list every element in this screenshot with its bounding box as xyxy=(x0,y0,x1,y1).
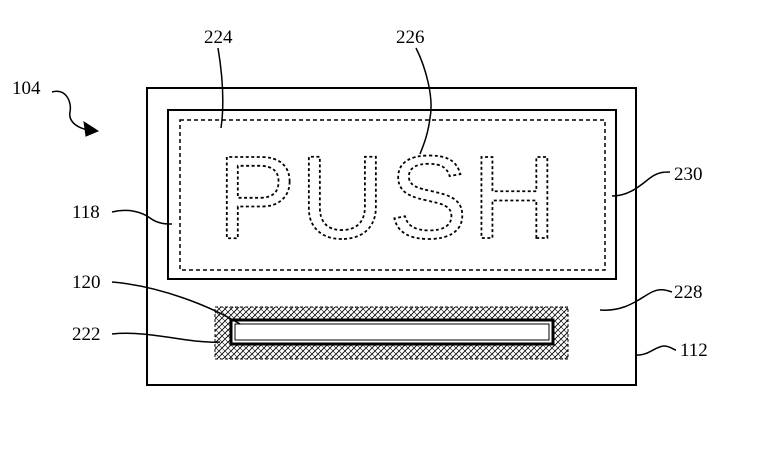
ref-label-112: 112 xyxy=(680,340,708,361)
leader-226 xyxy=(415,47,432,155)
slot-bar-inner xyxy=(234,323,550,341)
ref-label-104: 104 xyxy=(12,78,41,99)
ref-label-222: 222 xyxy=(72,324,101,345)
leader-224 xyxy=(217,47,224,129)
leader-228 xyxy=(599,288,673,311)
leader-118 xyxy=(111,209,173,225)
arrowhead-104 xyxy=(83,120,100,137)
leader-112 xyxy=(635,345,677,356)
ref-label-224: 224 xyxy=(204,27,233,48)
leader-230 xyxy=(611,171,671,197)
push-sign-text: PUSH xyxy=(217,132,561,264)
leader-104 xyxy=(51,90,89,131)
outer-housing xyxy=(146,87,637,386)
ref-label-230: 230 xyxy=(674,164,703,185)
ref-label-120: 120 xyxy=(72,272,101,293)
ref-label-118: 118 xyxy=(72,202,100,223)
display-panel-inner-dashed xyxy=(179,119,606,271)
leader-222 xyxy=(111,332,221,343)
display-panel-outer xyxy=(167,109,617,280)
ref-label-228: 228 xyxy=(674,282,703,303)
leader-120 xyxy=(111,281,241,325)
ref-label-226: 226 xyxy=(396,27,425,48)
